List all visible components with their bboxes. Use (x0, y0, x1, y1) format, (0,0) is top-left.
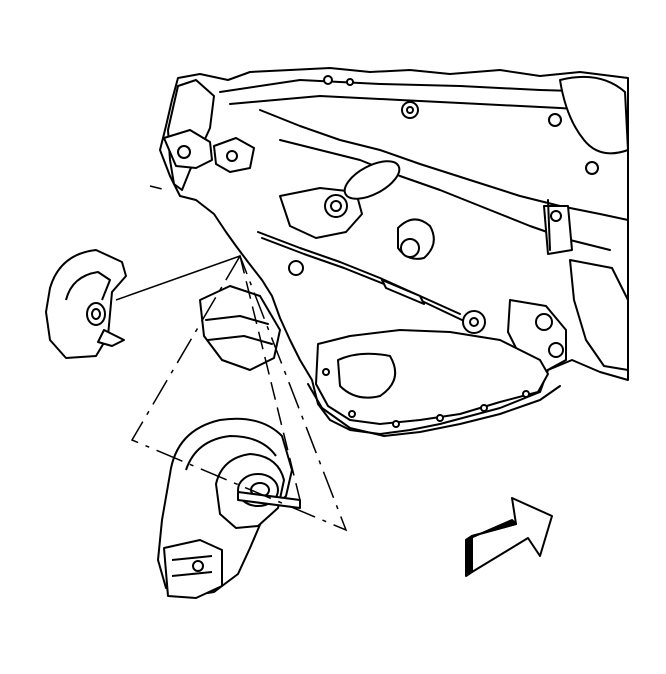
transmission-mount-enlarged (157, 417, 301, 599)
transmission-housing-outline (159, 67, 629, 435)
sensor-bolt (550, 210, 562, 222)
sensor-stem (547, 199, 551, 251)
mount-base-rib (171, 555, 213, 577)
pan-bolt (480, 404, 488, 412)
shift-cable-2 (261, 237, 463, 321)
housing-top-rib (219, 79, 611, 93)
right-bracket-bolt (548, 342, 564, 358)
bracket-bolt (177, 145, 191, 159)
leader-callout-triangle (130, 254, 348, 532)
lower-bolt (288, 260, 304, 276)
pan-bolt (392, 420, 400, 428)
oil-pan-rib (337, 352, 397, 399)
shift-cable (257, 231, 461, 315)
right-bracket-bolt (535, 313, 553, 331)
pan-bolt (522, 390, 530, 398)
bracket-ear-bolt (226, 150, 238, 162)
top-bolt (323, 75, 333, 85)
leader-lines (115, 185, 348, 532)
oil-pan-flange (307, 383, 561, 437)
shift-cable-end (381, 279, 425, 305)
mount-small-foot (97, 329, 125, 347)
pan-bolt (322, 368, 330, 376)
pan-bolt (348, 410, 356, 418)
top-bolt (548, 113, 562, 127)
forward-direction-arrow (465, 497, 553, 577)
mount-base-bolt (192, 560, 204, 572)
lower-housing-rib-2 (207, 335, 273, 345)
mount-small-view (45, 249, 127, 359)
housing-ridge (259, 109, 629, 221)
top-bolt (585, 161, 599, 175)
top-bolt (346, 78, 354, 86)
port-plug (400, 238, 420, 258)
transmission-assembly (159, 67, 629, 437)
mount-shell-rim (185, 435, 277, 471)
leader-axis-line (239, 255, 301, 501)
top-bolt (406, 106, 414, 114)
cable-nut-inner (469, 317, 479, 327)
mount-stud-nut (330, 200, 342, 212)
right-casing (569, 259, 629, 371)
mount-small-hole-inner (91, 308, 101, 320)
leader-small-mount (115, 255, 241, 301)
lower-housing-rib (205, 315, 269, 325)
arrow-body (471, 497, 553, 573)
mount-small-inner (65, 271, 111, 301)
pan-bolt (436, 414, 444, 422)
leader-dash-top (149, 185, 167, 191)
mount-stud-bar (237, 491, 301, 509)
upper-dome (559, 75, 629, 155)
arrow-shade-face (465, 519, 517, 541)
bracket-tube (343, 160, 401, 200)
